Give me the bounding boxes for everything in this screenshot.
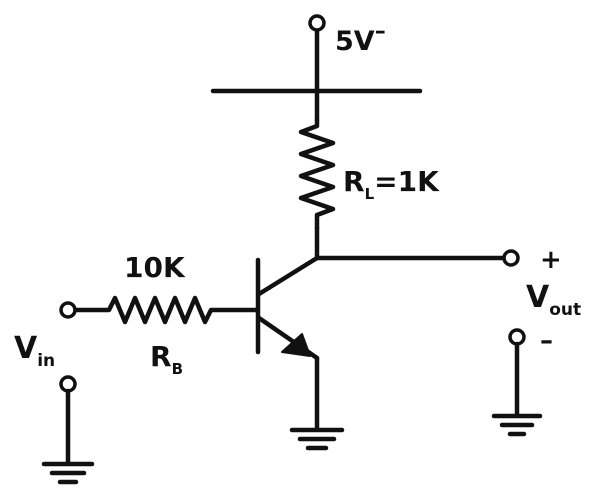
npn-transistor — [255, 255, 320, 361]
supply-label: 5V– — [335, 19, 386, 57]
output-label: Vout — [526, 280, 581, 320]
load-resistor — [298, 117, 336, 231]
output-ground-icon — [491, 413, 543, 437]
input-label: Vin — [14, 331, 55, 371]
output-plus-terminal — [502, 249, 520, 267]
emitter-arrow — [281, 333, 311, 357]
output-plus-label: + — [540, 245, 562, 275]
input-terminal — [59, 301, 77, 319]
emitter-ground-icon — [289, 427, 345, 451]
supply-rail — [210, 27, 423, 123]
input-ground-icon — [41, 461, 95, 485]
collector-wire — [314, 225, 508, 261]
supply-terminal — [308, 14, 326, 32]
load-resistor-label: RL=1K — [343, 165, 440, 203]
base-resistor — [73, 295, 261, 325]
base-resistor-value: 10K — [124, 251, 186, 284]
base-resistor-label: RB — [150, 340, 183, 378]
output-minus-label: – — [540, 326, 553, 356]
